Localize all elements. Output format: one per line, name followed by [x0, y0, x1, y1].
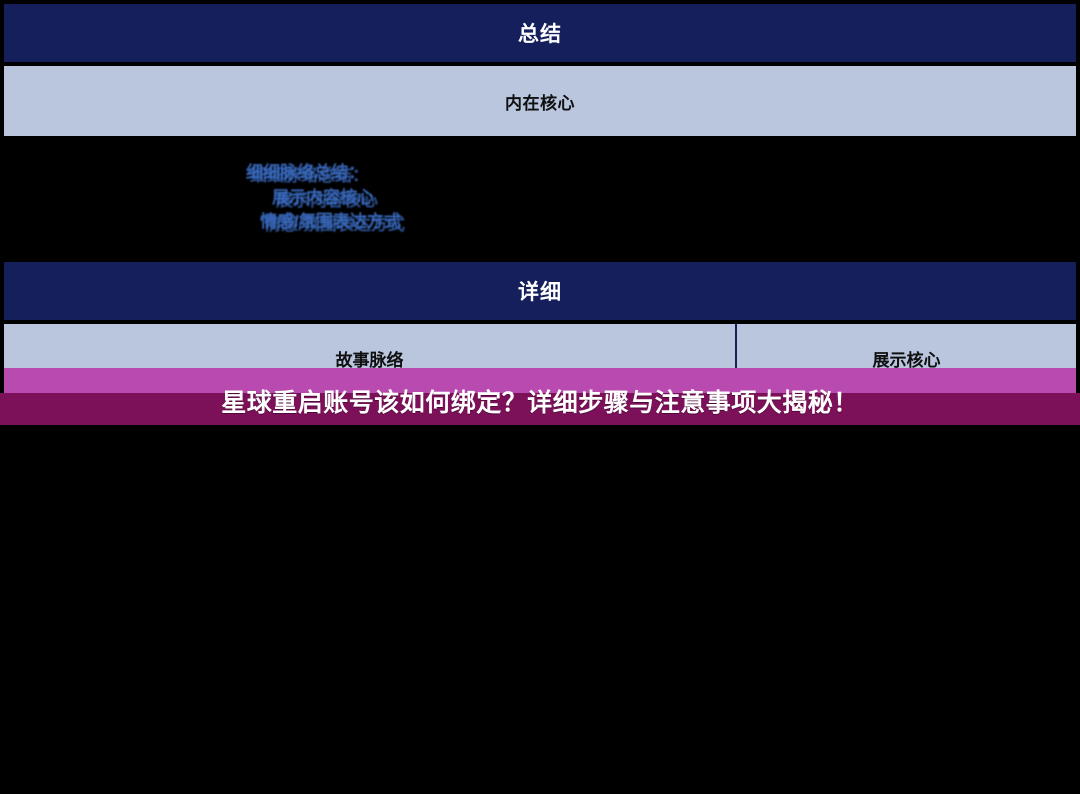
- banner-light-band: [4, 368, 1076, 394]
- summary-note-line-2-shadow: 展示内容核心: [276, 191, 378, 210]
- summary-note-block: 细细脉络总结： 细细脉络总结： 展示内容核心 展示内容核心 情感/氛围表达方式 …: [0, 152, 560, 244]
- summary-subheader-label: 内在核心: [505, 93, 575, 113]
- summary-note-line-1-shadow: 细细脉络总结：: [250, 166, 369, 185]
- banner-title-label: 星球重启账号该如何绑定？详细步骤与注意事项大揭秘！: [221, 389, 859, 417]
- banner-title: 星球重启账号该如何绑定？详细步骤与注意事项大揭秘！: [0, 383, 1080, 419]
- detail-section-header: 详细: [4, 262, 1076, 320]
- summary-subsection-header: 内在核心: [4, 66, 1076, 136]
- summary-header-label: 总结: [518, 23, 562, 46]
- summary-note-line-3-shadow: 情感/氛围表达方式: [264, 215, 405, 234]
- banner-dark-band: [0, 393, 1080, 425]
- summary-note-line-1: 细细脉络总结：: [246, 163, 365, 182]
- detail-column-header-core-label: 展示核心: [872, 350, 941, 370]
- detail-column-header-story-label: 故事脉络: [335, 350, 404, 370]
- summary-section-header: 总结: [4, 4, 1076, 62]
- summary-note-line-3: 情感/氛围表达方式: [260, 212, 401, 231]
- detail-header-label: 详细: [518, 281, 562, 304]
- summary-note-line-2: 展示内容核心: [272, 188, 374, 207]
